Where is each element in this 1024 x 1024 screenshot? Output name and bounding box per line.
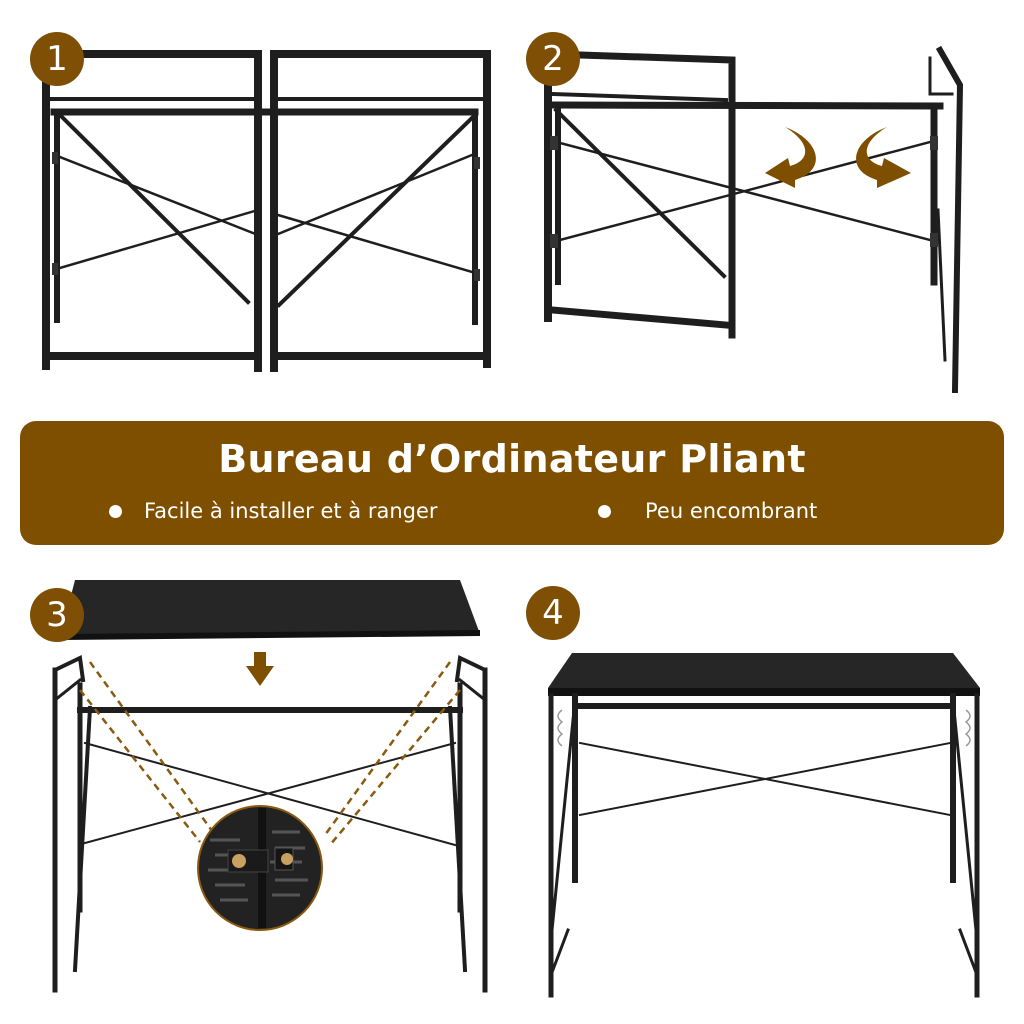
folded-frame-illustration <box>42 50 491 372</box>
step-4-panel: 4 <box>520 580 1010 1010</box>
curved-arrow-right-icon <box>856 127 911 188</box>
hook-icon <box>557 709 971 747</box>
bullet-dot-icon <box>109 504 122 518</box>
curved-arrow-left-icon <box>765 127 816 188</box>
unfolding-frame-illustration <box>544 45 964 394</box>
tabletop <box>548 653 980 688</box>
feature-label: Facile à installer et à ranger <box>144 499 438 523</box>
assembled-desk-illustration <box>548 653 980 998</box>
hinge-lock-detail <box>197 805 323 931</box>
step-4-badge: 4 <box>526 586 580 640</box>
arrow-down-icon <box>246 652 274 686</box>
step-2-panel: 2 <box>520 30 1010 400</box>
step-2-badge: 2 <box>526 32 580 86</box>
feature-bullet-easy-install: Facile à installer et à ranger <box>109 499 438 523</box>
tabletop <box>60 580 480 638</box>
step-1-panel: 1 <box>20 20 510 390</box>
step-3-panel: 3 <box>20 570 510 1010</box>
step-1-badge: 1 <box>30 32 84 86</box>
banner-title: Bureau d’Ordinateur Pliant <box>218 437 806 481</box>
feature-bullet-compact: Peu encombrant <box>598 499 817 523</box>
tabletop-placement-illustration <box>52 580 488 993</box>
step-3-badge: 3 <box>30 588 84 642</box>
product-banner: Bureau d’Ordinateur Pliant Facile à inst… <box>20 421 1004 545</box>
feature-label: Peu encombrant <box>645 499 818 523</box>
bullet-dot-icon <box>598 504 611 518</box>
